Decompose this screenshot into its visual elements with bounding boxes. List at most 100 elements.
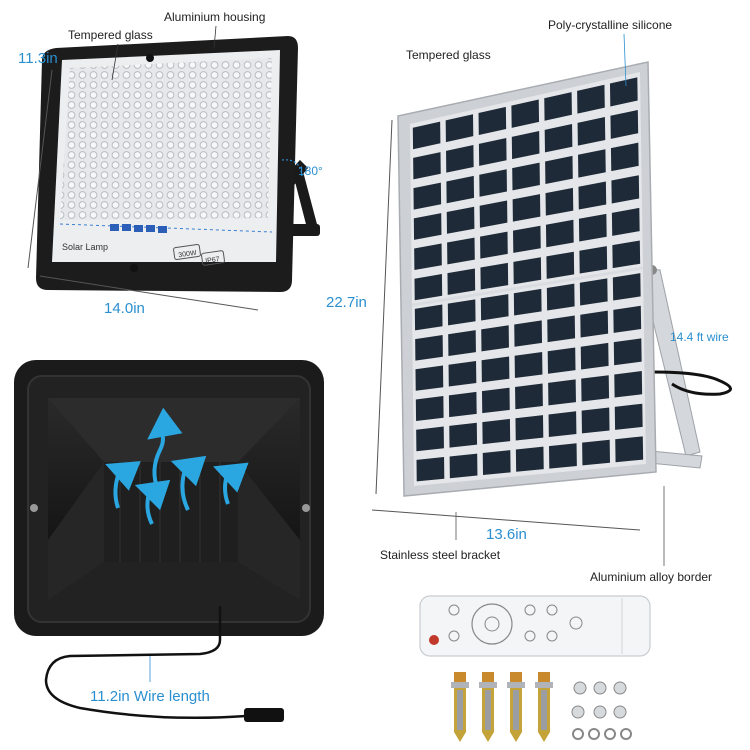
solar-cell (513, 225, 541, 253)
solar-cell (515, 383, 543, 410)
solar-cell (480, 294, 509, 321)
solar-cell (577, 116, 606, 146)
solar-cell (581, 375, 610, 402)
remote-control (419, 595, 651, 657)
solar-cell (544, 124, 573, 153)
solar-cell (544, 92, 572, 121)
solar-cell (480, 231, 508, 259)
solar-cell (481, 356, 510, 383)
solar-cell (546, 251, 575, 279)
solar-cell (445, 114, 474, 143)
solar-cell (612, 273, 641, 301)
solar-cell (478, 138, 507, 166)
solar-cell (447, 237, 475, 265)
solar-cell (613, 305, 642, 333)
solar-cell (414, 274, 443, 301)
lamp-housing-label: Aluminium housing (164, 10, 266, 24)
solar-cell (412, 121, 441, 150)
solar-cell (479, 200, 508, 228)
badge-ip: IP67 (205, 256, 220, 265)
solar-cell (545, 187, 574, 216)
solar-cell (415, 396, 444, 421)
solar-cell (414, 304, 443, 331)
anchor-bolt (451, 672, 469, 742)
badge-watt: 300W (178, 250, 197, 260)
solar-cell (448, 330, 476, 356)
solar-cell (416, 426, 444, 452)
panel-wire (651, 370, 732, 396)
solar-cell (512, 194, 541, 222)
solar-cell (480, 262, 509, 290)
solar-cell (611, 175, 640, 204)
panel-cells (410, 72, 646, 486)
flood-light-front: 300W IP67 Solar Lamp (27, 25, 320, 311)
back-wire (44, 606, 247, 720)
solar-cell (513, 257, 542, 285)
solar-cell (416, 457, 445, 482)
solar-cell (545, 155, 573, 184)
solar-cell (449, 453, 478, 479)
panel-width-label: 13.6in (486, 526, 527, 543)
solar-cell (548, 411, 577, 437)
panel-cells-label: Poly-crystalline silicone (548, 18, 673, 32)
lamp-width-line (39, 275, 259, 311)
solar-cell (514, 320, 543, 347)
anchor-bolt (479, 672, 497, 742)
lamp-width-label: 14.0in (104, 300, 145, 317)
solar-cell (515, 446, 544, 472)
mounting-anchors (451, 672, 632, 742)
anchor-bolt (535, 672, 553, 742)
solar-cell (447, 268, 476, 295)
solar-cell (413, 182, 442, 210)
wire-connector (244, 708, 284, 722)
solar-cell (577, 84, 605, 114)
solar-cell (548, 379, 576, 406)
panel-border-label: Aluminium alloy border (590, 570, 713, 584)
solar-cell (615, 436, 644, 463)
solar-cell (481, 387, 510, 414)
solar-cell (448, 391, 477, 418)
solar-cell (448, 361, 477, 387)
solar-cell (614, 403, 643, 430)
solar-cell (481, 325, 509, 352)
solar-cell (578, 213, 607, 242)
solar-cell (511, 131, 540, 160)
solar-cell (414, 243, 442, 271)
solar-cell (415, 335, 443, 361)
lamp-height-line (27, 69, 53, 269)
solar-cell (579, 246, 608, 274)
solar-cell (446, 175, 475, 204)
solar-cell (611, 207, 640, 236)
solar-cell (614, 371, 643, 398)
anchor-bolt (507, 672, 525, 742)
solar-cell (545, 219, 574, 248)
solar-cell (478, 106, 507, 135)
solar-cell (446, 206, 475, 234)
solar-cell (514, 351, 543, 379)
solar-cell (613, 338, 642, 366)
solar-cell (579, 278, 608, 306)
panel-width-line (371, 509, 641, 531)
solar-cell (578, 181, 607, 210)
solar-cell (580, 310, 609, 338)
solar-cell (482, 450, 511, 475)
panel-height-label: 22.7in (326, 294, 367, 311)
led-array (60, 58, 272, 220)
remote-dpad (471, 603, 513, 645)
solar-panel (371, 33, 732, 566)
solar-cell (582, 439, 611, 466)
solar-cell (482, 418, 511, 445)
solar-cell (413, 152, 441, 180)
lamp-height-label: 11.3in (18, 50, 58, 67)
panel-bracket-label: Stainless steel bracket (380, 548, 501, 562)
solar-cell (415, 365, 444, 391)
lamp-brand-text: Solar Lamp (62, 242, 108, 252)
lamp-angle-label: 180° (298, 164, 323, 178)
solar-cell (449, 422, 478, 448)
solar-cell (581, 407, 610, 434)
solar-cell (548, 443, 577, 469)
panel-height-line (375, 119, 393, 495)
wing-nuts (571, 681, 627, 719)
sensor-strip (110, 224, 167, 233)
